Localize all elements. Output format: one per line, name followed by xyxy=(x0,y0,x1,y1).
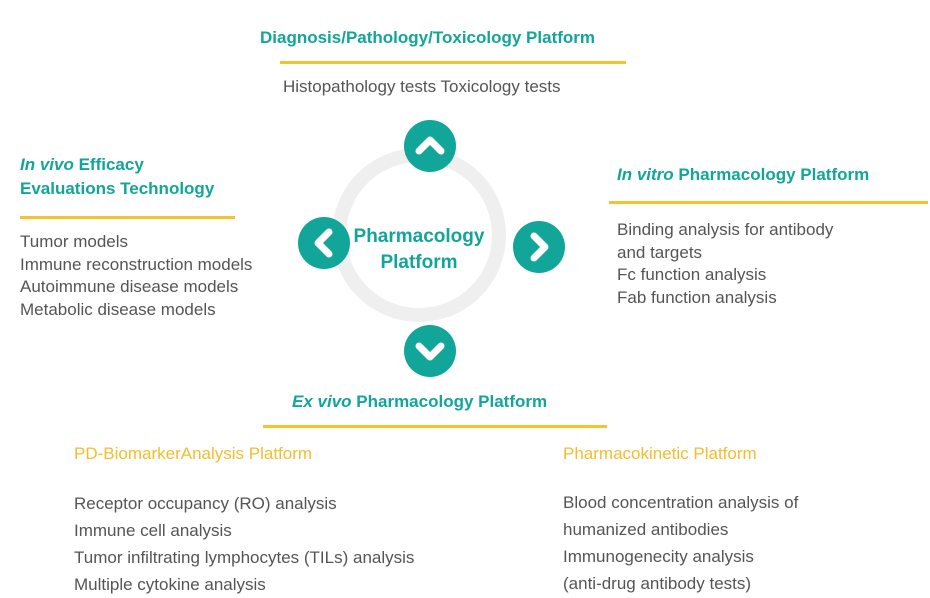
in-vitro-title: In vitro Pharmacology Platform xyxy=(617,165,869,185)
pd-item: Tumor infiltrating lymphocytes (TILs) an… xyxy=(74,548,415,567)
in-vitro-item: Binding analysis for antibody xyxy=(617,220,834,239)
pd-item: Multiple cytokine analysis xyxy=(74,575,266,594)
pd-biomarker-title: PD-BiomarkerAnalysis Platform xyxy=(74,444,313,463)
pd-biomarker-items: Receptor occupancy (RO) analysis Immune … xyxy=(74,490,414,598)
center-label-line1: Pharmacology xyxy=(353,226,485,247)
pk-item: Immunogenecity analysis xyxy=(563,547,754,566)
center-label-line2: Platform xyxy=(380,252,458,273)
in-vivo-title-line2: Evaluations Technology xyxy=(20,179,215,198)
ex-vivo-title-italic: Ex vivo xyxy=(292,392,352,411)
in-vivo-title: In vivo Efficacy Evaluations Technology xyxy=(20,153,214,201)
pk-item: humanized antibodies xyxy=(563,520,729,539)
in-vivo-item: Autoimmune disease models xyxy=(20,277,239,296)
down-arrow-icon xyxy=(404,325,456,377)
in-vivo-item: Metabolic disease models xyxy=(20,299,216,319)
in-vivo-items: Tumor models Immune reconstruction model… xyxy=(20,231,252,321)
diagnosis-platform-title: Diagnosis/Pathology/Toxicology Platform xyxy=(260,28,596,47)
in-vitro-item: and targets xyxy=(617,242,703,262)
in-vivo-title-underline xyxy=(20,216,235,219)
ex-vivo-title-underline xyxy=(263,425,607,428)
diagnosis-title-underline xyxy=(280,61,626,64)
pd-item: Immune cell analysis xyxy=(74,521,232,540)
in-vitro-items: Binding analysis for antibody and target… xyxy=(617,219,833,309)
in-vitro-title-italic: In vitro xyxy=(617,165,674,184)
right-arrow-icon xyxy=(513,221,565,273)
ex-vivo-title: Ex vivo Pharmacology Platform xyxy=(292,392,547,412)
in-vitro-item: Fc function analysis xyxy=(617,265,767,284)
in-vivo-title-rest: Efficacy xyxy=(73,155,144,174)
in-vitro-item: Fab function analysis xyxy=(617,287,777,307)
in-vivo-item: Immune reconstruction models xyxy=(20,254,253,274)
diagnosis-platform-items: Histopathology tests Toxicology tests xyxy=(283,76,561,99)
pharmacokinetic-items: Blood concentration analysis of humanize… xyxy=(563,489,798,597)
pk-item: Blood concentration analysis of xyxy=(563,493,799,512)
pk-item: (anti-drug antibody tests) xyxy=(563,574,752,593)
in-vivo-title-italic: In vivo xyxy=(20,155,74,174)
pd-item: Receptor occupancy (RO) analysis xyxy=(74,494,337,513)
up-arrow-icon xyxy=(404,120,456,172)
center-platform-label: Pharmacology Platform xyxy=(334,224,504,276)
in-vivo-item: Tumor models xyxy=(20,232,129,251)
diagnosis-item: Histopathology tests Toxicology tests xyxy=(283,77,561,96)
ex-vivo-title-rest: Pharmacology Platform xyxy=(351,392,548,411)
in-vitro-title-rest: Pharmacology Platform xyxy=(673,165,870,184)
in-vitro-title-underline xyxy=(609,201,928,204)
left-arrow-icon xyxy=(298,217,350,269)
pharmacokinetic-title: Pharmacokinetic Platform xyxy=(563,444,757,463)
